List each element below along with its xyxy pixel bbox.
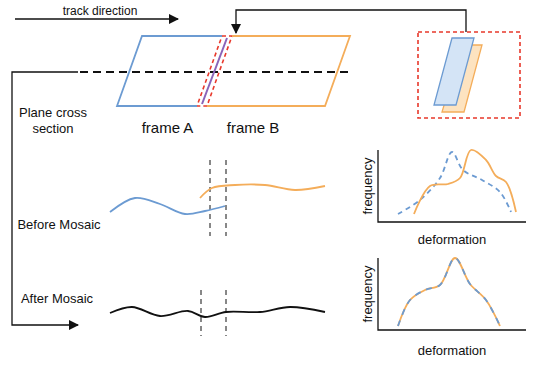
inset-box	[418, 32, 520, 118]
chart-axes	[378, 258, 526, 330]
histogram-curve	[414, 150, 516, 214]
seam-guide	[226, 290, 227, 336]
seam-guide	[201, 290, 202, 336]
section-label: deformation	[416, 232, 489, 248]
section-line	[80, 71, 352, 73]
seam-guide	[210, 160, 211, 236]
frame-label: frame B	[227, 119, 280, 137]
inset-pointer	[236, 10, 466, 33]
histogram-curve	[398, 258, 500, 326]
section-label: Plane cross section	[13, 105, 93, 136]
profile-curve	[200, 184, 325, 198]
frame-node: frame B	[193, 30, 355, 142]
overlap-region	[197, 36, 232, 106]
section-label: Before Mosaic	[15, 217, 102, 233]
section-label: track direction	[61, 4, 140, 18]
histogram-curve	[398, 258, 500, 326]
section-label: deformation	[416, 343, 489, 359]
frame-parallelogram	[117, 36, 222, 106]
inset-frame-a	[434, 38, 474, 105]
histogram-curve	[398, 152, 511, 214]
direction-arrow	[15, 18, 178, 19]
frame-parallelogram	[207, 36, 350, 106]
axis-label: frequency	[360, 263, 376, 324]
frame-label: frame A	[142, 119, 194, 137]
section-label: After Mosaic	[19, 291, 95, 307]
profile-curve	[110, 307, 325, 317]
frame-node: frame A	[112, 30, 237, 142]
axis-label: frequency	[360, 155, 376, 216]
seam-guide	[226, 160, 227, 236]
chart-axes	[378, 150, 526, 222]
profile-curve	[110, 198, 225, 214]
overlap-seam	[202, 38, 227, 104]
